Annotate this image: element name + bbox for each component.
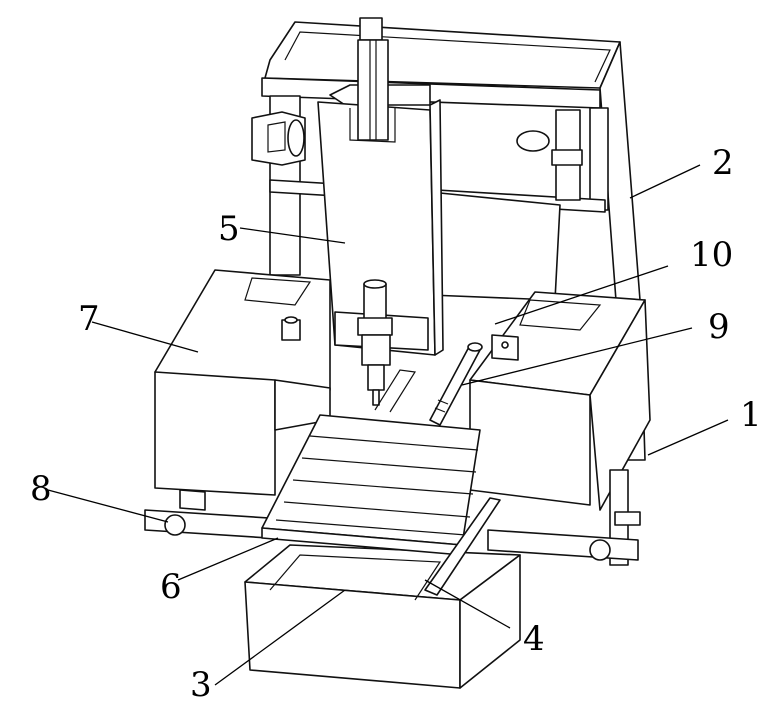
callout-2: 2 — [712, 143, 734, 183]
callout-5: 5 — [218, 209, 240, 249]
callout-6: 6 — [160, 567, 182, 607]
callout-7: 7 — [78, 299, 100, 339]
base-block — [244, 544, 521, 689]
callout-9: 9 — [708, 307, 730, 347]
roller-bar — [429, 342, 483, 426]
work-table — [261, 369, 501, 596]
callout-10: 10 — [690, 235, 733, 275]
spindle — [334, 279, 429, 406]
callout-4: 4 — [523, 619, 545, 659]
left-housing — [154, 269, 331, 511]
right-housing — [469, 291, 651, 566]
callout-1: 1 — [740, 395, 760, 435]
callout-3: 3 — [190, 665, 212, 705]
z-slide-plate — [317, 17, 444, 356]
leader-lines — [47, 164, 729, 686]
callout-8: 8 — [30, 469, 52, 509]
